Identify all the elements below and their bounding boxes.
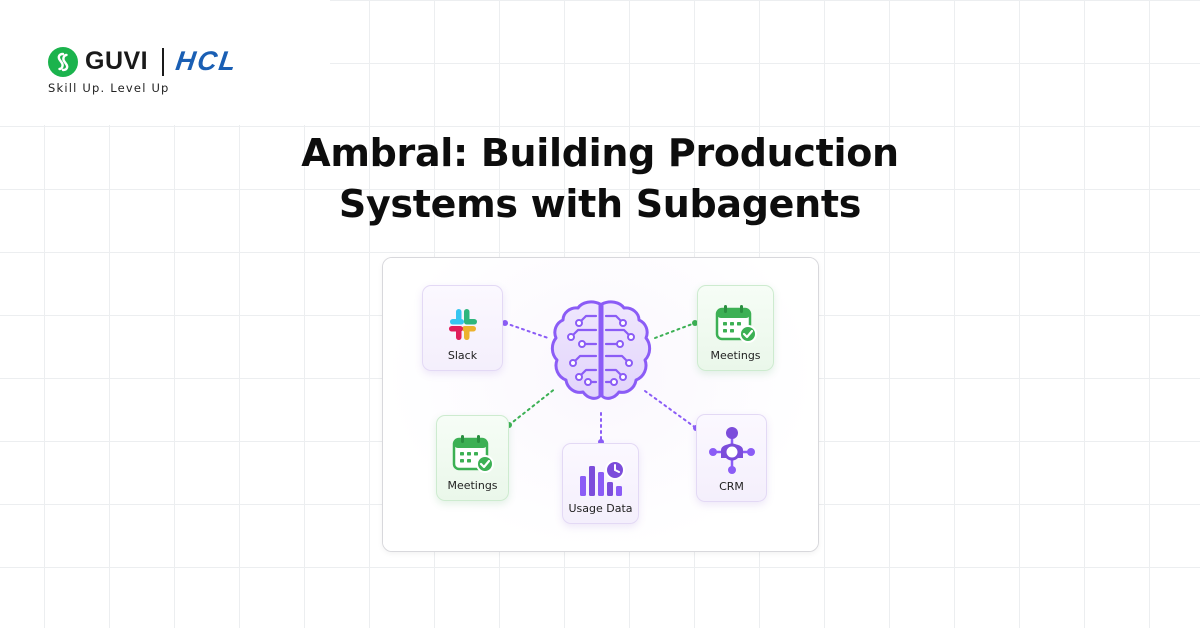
node-label-crm: CRM [719, 480, 744, 493]
node-meetings-left: Meetings [436, 415, 509, 501]
brand-header: GUVI HCL [48, 46, 240, 77]
node-label-meetings-top: Meetings [710, 349, 761, 362]
brain-circuit-icon [550, 300, 652, 400]
node-slack: Slack [422, 285, 503, 371]
guvi-wordmark: GUVI [85, 47, 149, 75]
brand-tagline: Skill Up. Level Up [48, 81, 170, 95]
calendar-check-icon [715, 305, 757, 343]
node-label-usage-data: Usage Data [568, 502, 633, 515]
brand-divider [162, 47, 165, 76]
title-line-2: Systems with Subagents [338, 182, 862, 226]
slack-icon [448, 309, 477, 340]
calendar-check-icon [452, 435, 494, 473]
node-label-meetings-left: Meetings [447, 479, 498, 492]
node-meetings-top: Meetings [697, 285, 774, 371]
node-label-slack: Slack [447, 349, 478, 362]
node-crm: CRM [696, 414, 767, 502]
network-person-icon [708, 427, 755, 474]
node-usage-data: Usage Data [562, 443, 639, 524]
page-title: Ambral: Building Production Systems with… [0, 128, 1200, 230]
diagram-card: Slack Meetings [382, 257, 819, 552]
bar-chart-clock-icon [579, 460, 625, 496]
title-line-1: Ambral: Building Production [301, 131, 899, 175]
hcl-wordmark: HCL [174, 46, 240, 76]
guvi-logo-icon [48, 46, 78, 77]
